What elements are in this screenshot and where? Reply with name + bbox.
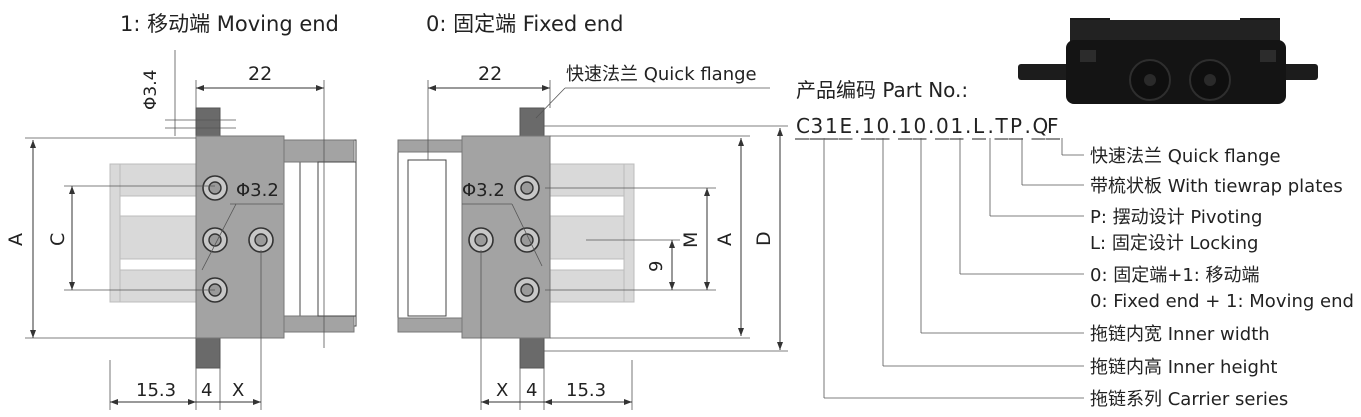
part-number-char: F	[1047, 114, 1059, 138]
dim-C: C	[47, 233, 69, 246]
part-number-char: 1	[862, 114, 875, 138]
legend-quick-flange: 快速法兰 Quick flange	[1090, 146, 1281, 167]
part-number-char: E	[840, 114, 853, 138]
legend-tiewrap-plates: 带梳状板 With tiewrap plates	[1090, 176, 1343, 197]
part-number-char: 1	[951, 114, 964, 138]
part-number-char: .	[965, 114, 971, 138]
legend-carrier-series: 拖链系列 Carrier series	[1090, 389, 1288, 410]
part-number-char: 1	[825, 114, 838, 138]
dim-D: D	[753, 231, 775, 246]
dim-4-left: 4	[201, 380, 212, 401]
dim-153-left: 15.3	[136, 380, 176, 401]
legend-locking: L: 固定设计 Locking	[1090, 233, 1258, 254]
part-number-char: .	[928, 114, 934, 138]
dim-A-right: A	[714, 233, 736, 246]
dim-X-left: X	[232, 380, 244, 401]
part-number-char: 0	[936, 114, 949, 138]
legend-end-type-en: 0: Fixed end + 1: Moving end	[1090, 291, 1354, 312]
fixed-end-view: 22 快速法兰 Quick flange Φ3.2 M 9 A D X 4 15…	[397, 63, 788, 410]
part-number-char: .	[891, 114, 897, 138]
dim-X-right: X	[496, 380, 508, 401]
right-dimensions	[427, 80, 788, 410]
part-number-char: .	[988, 114, 994, 138]
quick-flange-callout: 快速法兰 Quick flange	[566, 64, 757, 85]
part-number-char: 1	[899, 114, 912, 138]
part-number-char: 0	[914, 114, 927, 138]
dim-A-left: A	[5, 233, 27, 246]
left-dimensions	[25, 50, 325, 410]
right-mounting-holes	[468, 175, 540, 303]
legend-leaders	[823, 138, 1084, 399]
fixed-end-title: 0: 固定端 Fixed end	[426, 12, 623, 36]
left-bracket-extension	[283, 139, 357, 333]
part-number-char: .	[854, 114, 860, 138]
part-no-title: 产品编码 Part No.:	[796, 78, 968, 102]
legend-inner-height: 拖链内高 Inner height	[1090, 357, 1277, 378]
dim-22-right: 22	[478, 63, 502, 85]
part-number-char: 3	[811, 114, 824, 138]
part-number-char: C	[796, 114, 810, 138]
dim-phi32-right: Φ3.2	[462, 180, 505, 201]
moving-end-view: Φ3.4 22 A C Φ3.2 15.3 4 X	[5, 50, 357, 410]
dim-153-right: 15.3	[566, 380, 606, 401]
legend-pivoting: P: 摆动设计 Pivoting	[1090, 207, 1262, 228]
right-bracket-extension	[397, 139, 463, 333]
dim-22-left: 22	[248, 63, 272, 85]
dim-phi34: Φ3.4	[141, 70, 161, 110]
part-number-char: .	[1025, 114, 1031, 138]
moving-end-title: 1: 移动端 Moving end	[120, 12, 339, 36]
right-bottom-tab	[519, 337, 545, 369]
right-chain-slats	[549, 163, 635, 303]
dim-M: M	[680, 232, 702, 248]
left-top-tab	[195, 107, 221, 137]
part-number-char: 0	[877, 114, 890, 138]
dim-9: 9	[646, 261, 667, 272]
legend-inner-width: 拖链内宽 Inner width	[1090, 324, 1270, 345]
right-top-tab	[519, 107, 545, 137]
left-chain-slats	[109, 163, 197, 303]
part-number-char: L	[973, 114, 985, 138]
part-number-char: P	[1010, 114, 1022, 138]
part-number-char: Q	[1033, 114, 1049, 138]
legend-end-type-cn: 0: 固定端+1: 移动端	[1090, 265, 1260, 286]
part-number-char: T	[995, 114, 1009, 138]
dim-4-right: 4	[526, 380, 537, 401]
left-mounting-holes	[202, 175, 274, 303]
left-bottom-tab	[195, 337, 221, 369]
black-plastic-bracket-photo	[1018, 18, 1318, 104]
dim-phi32-left: Φ3.2	[236, 180, 279, 201]
